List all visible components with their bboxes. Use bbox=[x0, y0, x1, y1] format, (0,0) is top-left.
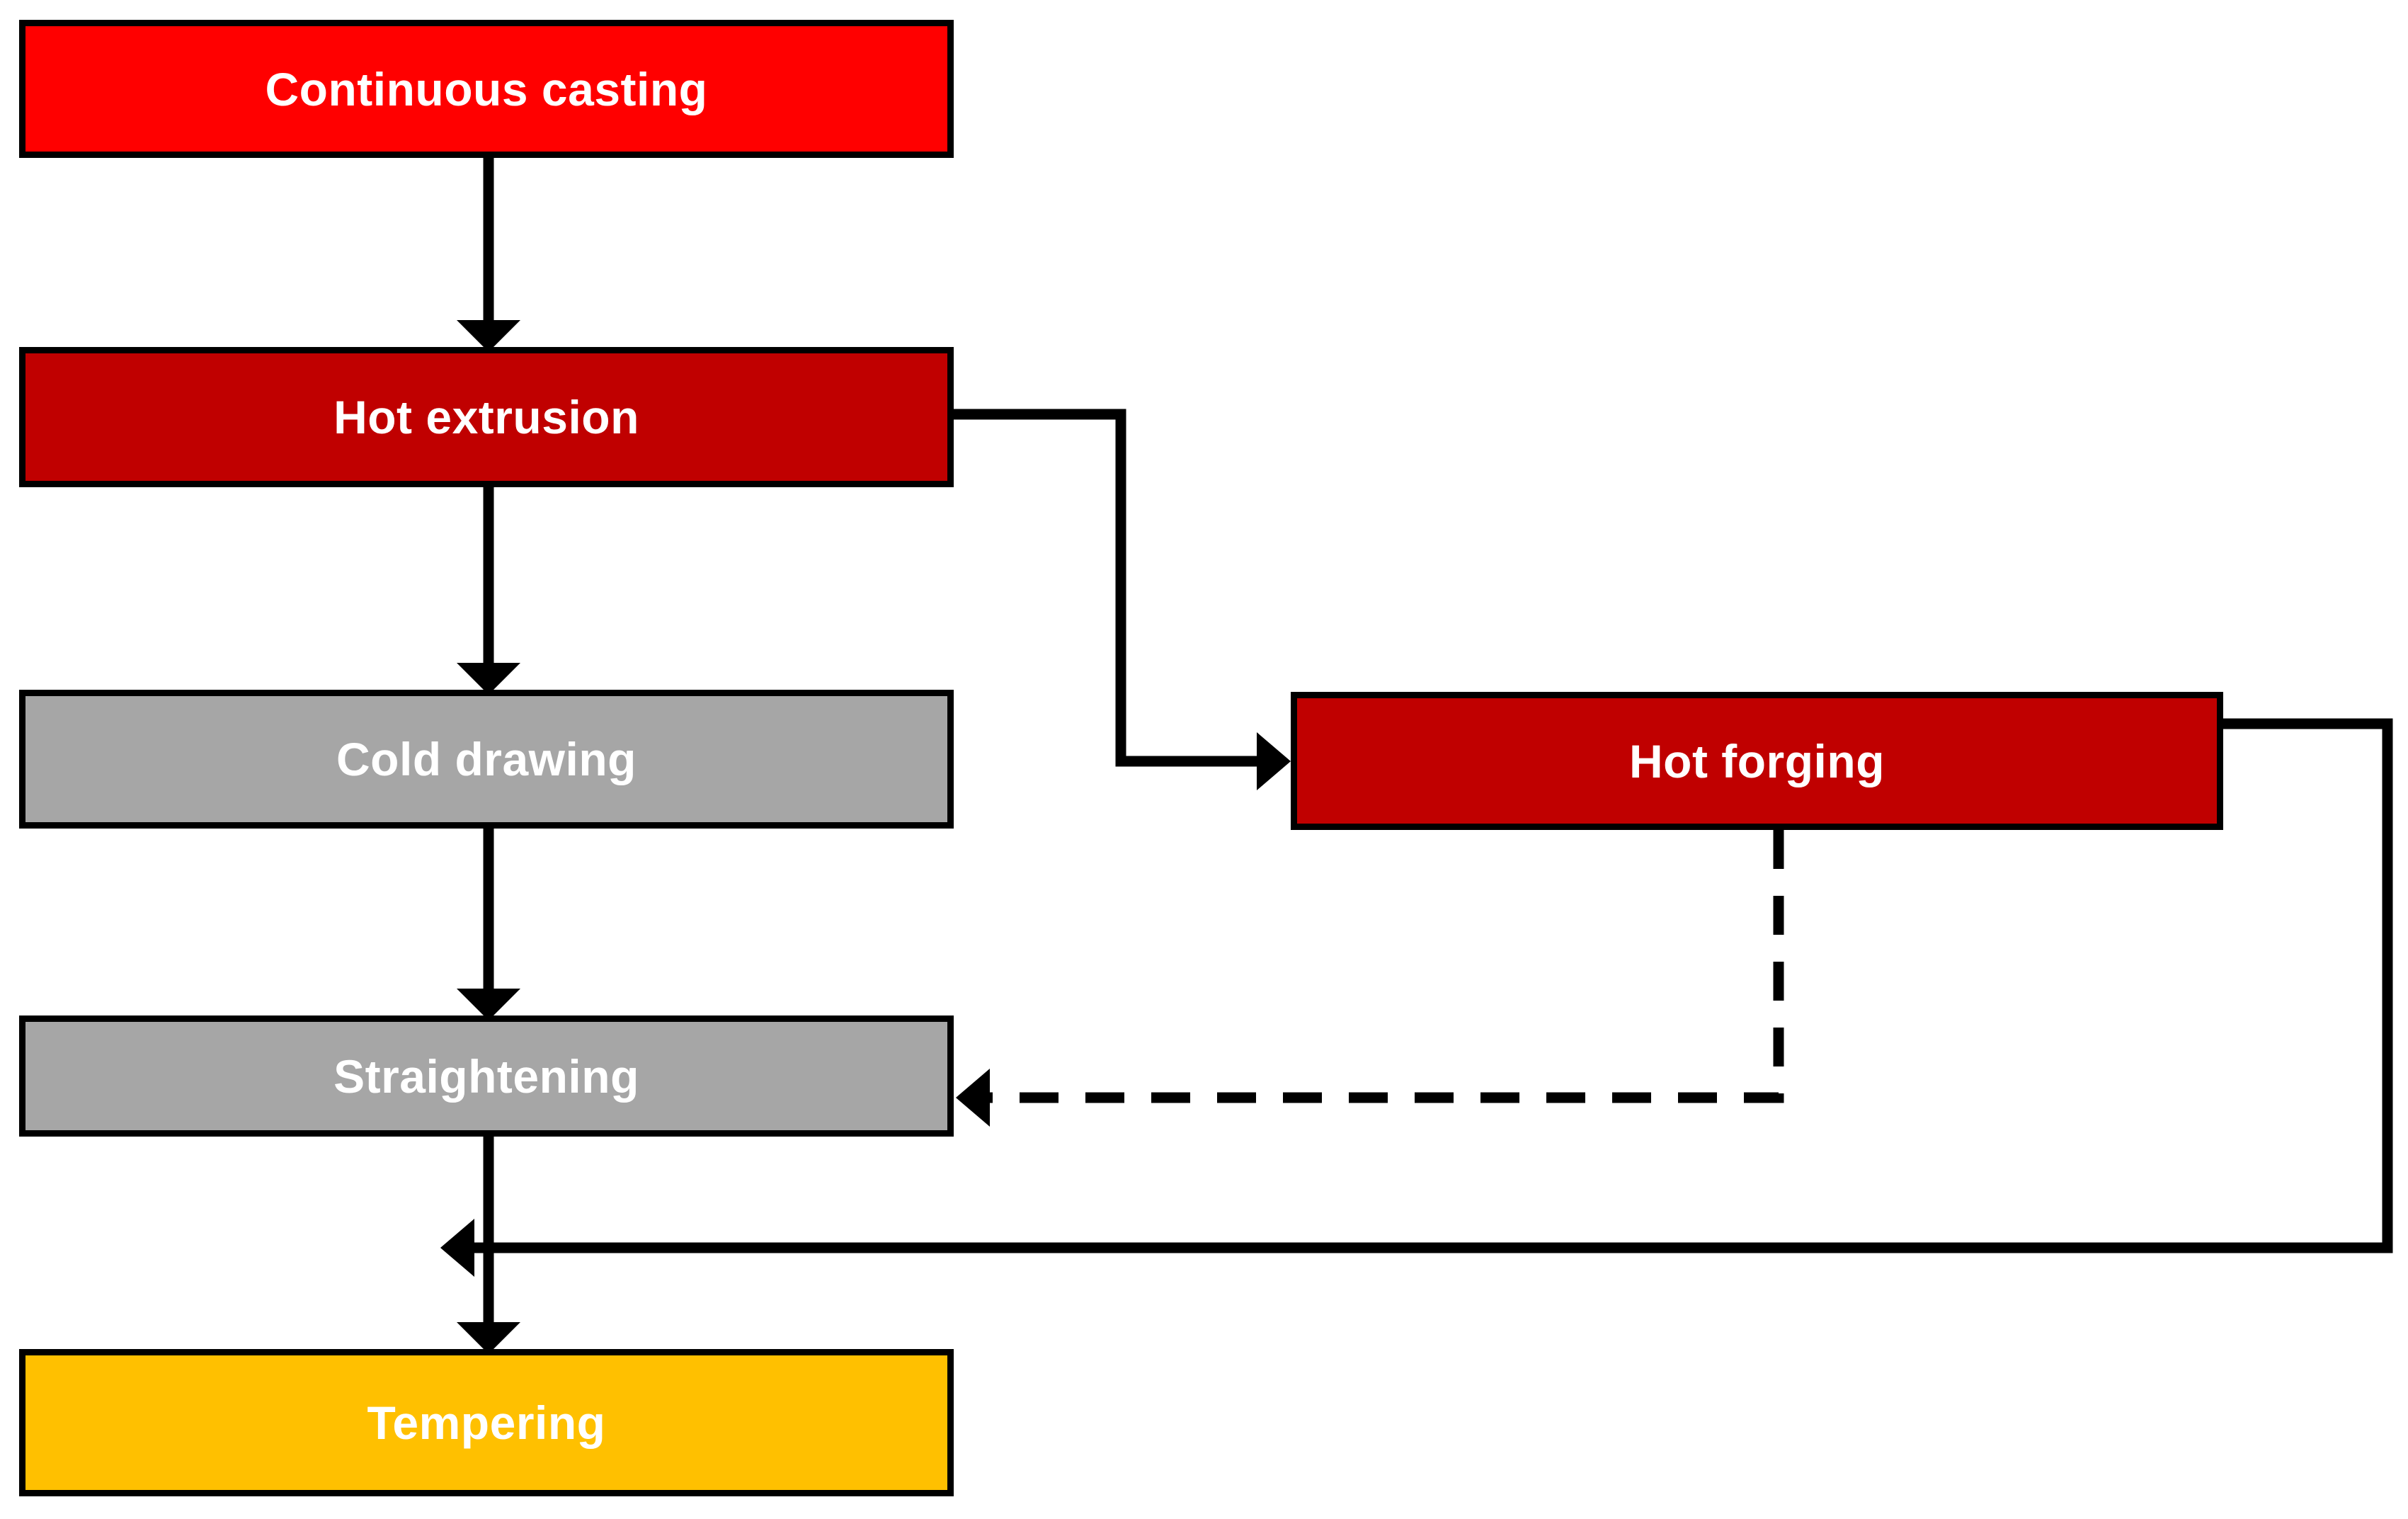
node-tempering[interactable]: Tempering bbox=[19, 1349, 954, 1496]
node-hot-forging[interactable]: Hot forging bbox=[1291, 692, 2223, 830]
node-label-hot-forging: Hot forging bbox=[1628, 734, 1885, 787]
node-continuous-casting[interactable]: Continuous casting bbox=[19, 20, 954, 158]
edge-casting-to-extrusion bbox=[457, 158, 520, 352]
node-hot-extrusion[interactable]: Hot extrusion bbox=[19, 347, 954, 487]
edge-hotforging-to-tempering bbox=[440, 718, 2393, 1277]
edge-hotforging-to-straightening bbox=[956, 830, 1784, 1127]
edge-straightening-to-tempering bbox=[457, 1137, 520, 1354]
node-label-continuous-casting: Continuous casting bbox=[265, 62, 708, 115]
node-label-straightening: Straightening bbox=[333, 1049, 639, 1103]
edge-extrusion-to-colddrawing bbox=[457, 487, 520, 695]
node-cold-drawing[interactable]: Cold drawing bbox=[19, 690, 954, 829]
node-label-tempering: Tempering bbox=[367, 1396, 606, 1449]
node-label-cold-drawing: Cold drawing bbox=[336, 733, 637, 785]
node-straightening[interactable]: Straightening bbox=[19, 1015, 954, 1137]
edge-colddrawing-to-straightening bbox=[457, 829, 520, 1020]
node-label-hot-extrusion: Hot extrusion bbox=[333, 391, 639, 443]
edge-extrusion-to-hotforging bbox=[954, 409, 1291, 790]
